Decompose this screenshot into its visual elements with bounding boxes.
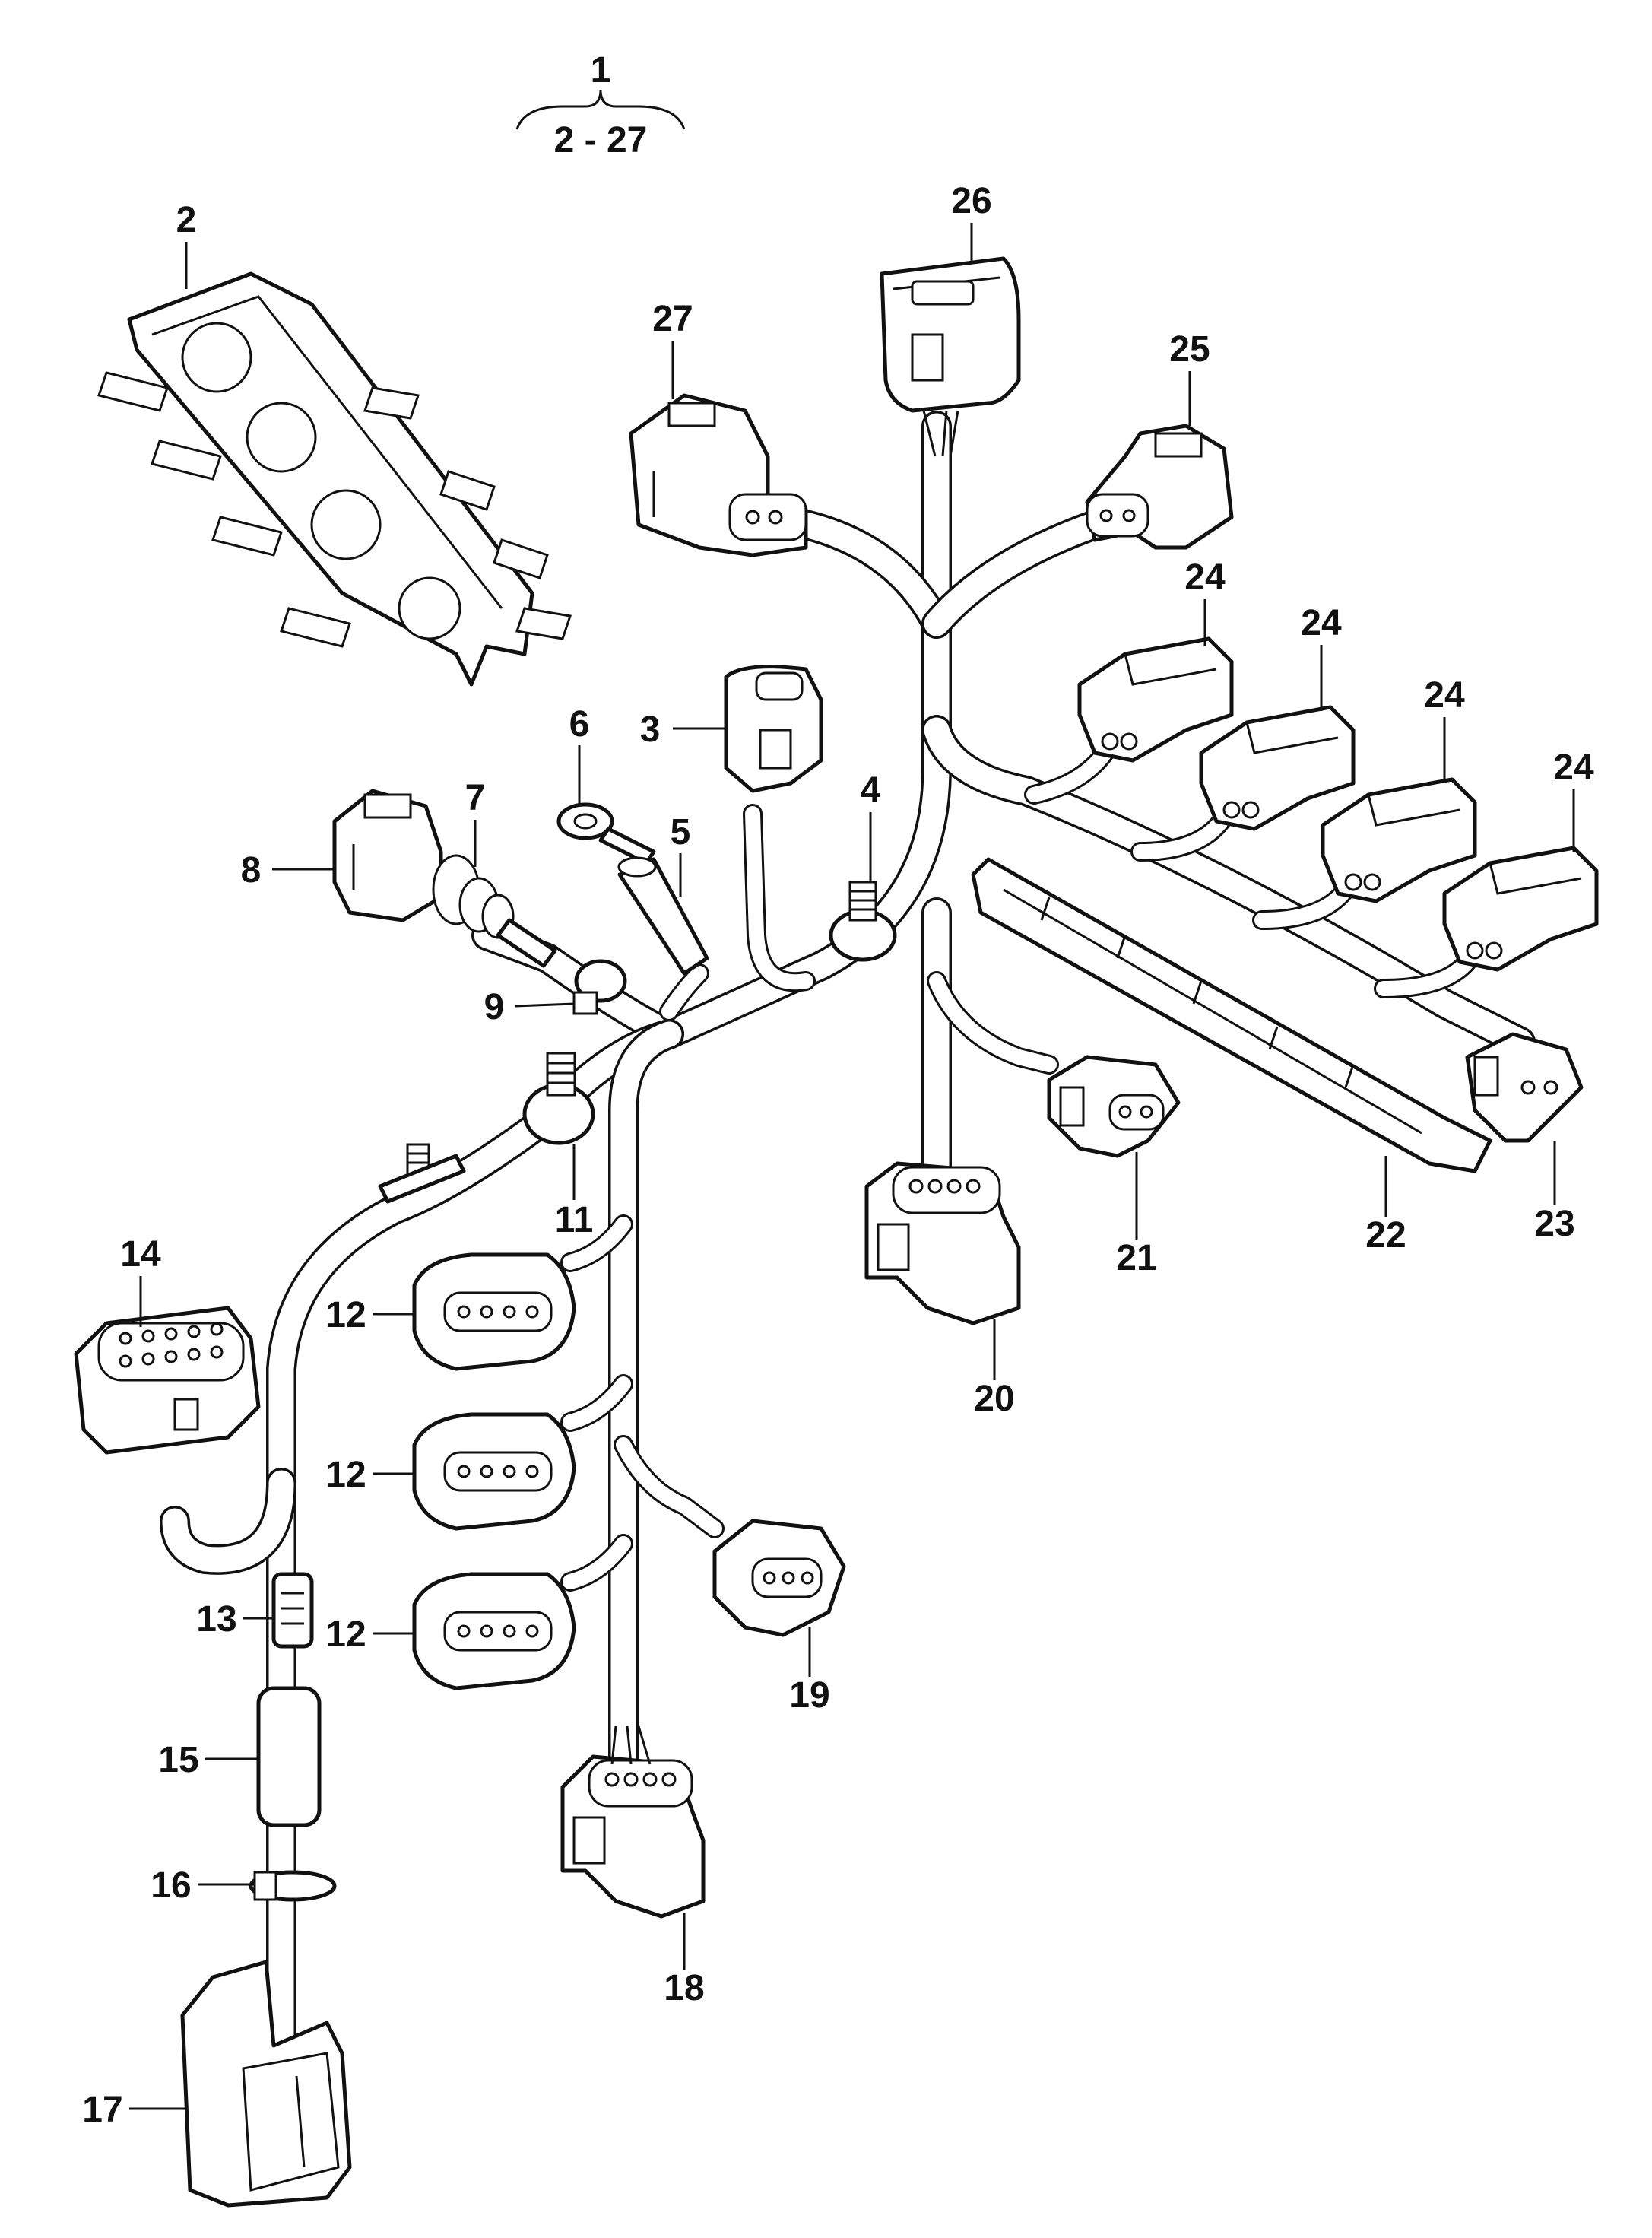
- callout-labels: 2 3 4 5 6 7 8 9 11 12 12 12 13: [82, 181, 1594, 2130]
- callout-9: 9: [484, 987, 505, 1027]
- connector-8: [332, 789, 443, 922]
- callout-24c: 24: [1424, 675, 1465, 716]
- assembly-range: 2 - 27: [554, 120, 648, 160]
- callout-15: 15: [158, 1740, 198, 1780]
- callout-2: 2: [176, 200, 197, 240]
- sleeve-5: [617, 856, 709, 976]
- connector-26: [880, 256, 1021, 457]
- connector-12-a: [412, 1252, 576, 1371]
- assembly-header: 1 2 - 27: [515, 50, 686, 160]
- cable-duct: [971, 857, 1492, 1173]
- connector-24-c: [1321, 777, 1477, 903]
- connector-17: [180, 1960, 352, 2208]
- connector-12-c: [412, 1572, 576, 1690]
- connector-18: [560, 1725, 706, 1919]
- clamp-bolt: [378, 1143, 466, 1204]
- connector-21: [1047, 1055, 1181, 1158]
- harness-wires: [160, 411, 1536, 2106]
- callout-20: 20: [974, 1379, 1014, 1419]
- callout-14: 14: [120, 1234, 161, 1275]
- clamp-11: [522, 1052, 595, 1145]
- assembly-number: 1: [591, 50, 611, 90]
- callout-27: 27: [652, 299, 693, 339]
- connector-24-b: [1199, 705, 1356, 831]
- callout-23: 23: [1534, 1204, 1574, 1244]
- connector-20: [864, 1161, 1021, 1325]
- callout-12c: 12: [325, 1614, 366, 1655]
- clip-13: [271, 1572, 314, 1649]
- connector-3: [724, 665, 823, 793]
- carrier-bracket: [97, 271, 572, 687]
- callout-4: 4: [861, 770, 881, 811]
- callout-26: 26: [951, 181, 991, 221]
- clamp-9: [572, 959, 627, 1015]
- connector-19: [712, 1519, 846, 1637]
- grommet-7: [432, 854, 557, 968]
- callout-8: 8: [241, 850, 262, 890]
- ring-terminal-6: [556, 802, 656, 865]
- connector-23: [1465, 1032, 1584, 1143]
- callout-18: 18: [664, 1968, 704, 2008]
- callout-7: 7: [465, 778, 486, 818]
- connector-25: [1085, 424, 1234, 550]
- callout-22: 22: [1365, 1215, 1406, 1256]
- callout-3: 3: [640, 709, 661, 750]
- callout-19: 19: [789, 1675, 829, 1716]
- assembly-brace: [515, 89, 686, 130]
- callout-24a: 24: [1184, 557, 1226, 598]
- cable-tie-16: [249, 1870, 337, 1902]
- callout-12b: 12: [325, 1455, 366, 1495]
- connector-14: [74, 1306, 261, 1455]
- callout-24b: 24: [1301, 603, 1342, 643]
- callout-11: 11: [555, 1200, 594, 1240]
- connector-24-a: [1077, 636, 1234, 763]
- callout-16: 16: [151, 1865, 191, 1906]
- callout-24d: 24: [1553, 748, 1594, 788]
- callout-12a: 12: [325, 1295, 366, 1335]
- callout-13: 13: [196, 1599, 236, 1640]
- callout-6: 6: [569, 704, 590, 744]
- clamp-4: [829, 881, 897, 962]
- callout-25: 25: [1169, 329, 1210, 370]
- connector-24-d: [1442, 846, 1599, 972]
- callout-21: 21: [1116, 1238, 1156, 1278]
- callout-17: 17: [82, 2090, 122, 2130]
- callout-5: 5: [671, 812, 691, 852]
- connector-27: [629, 393, 808, 557]
- sleeve-15: [256, 1686, 322, 1827]
- connector-12-b: [412, 1412, 576, 1531]
